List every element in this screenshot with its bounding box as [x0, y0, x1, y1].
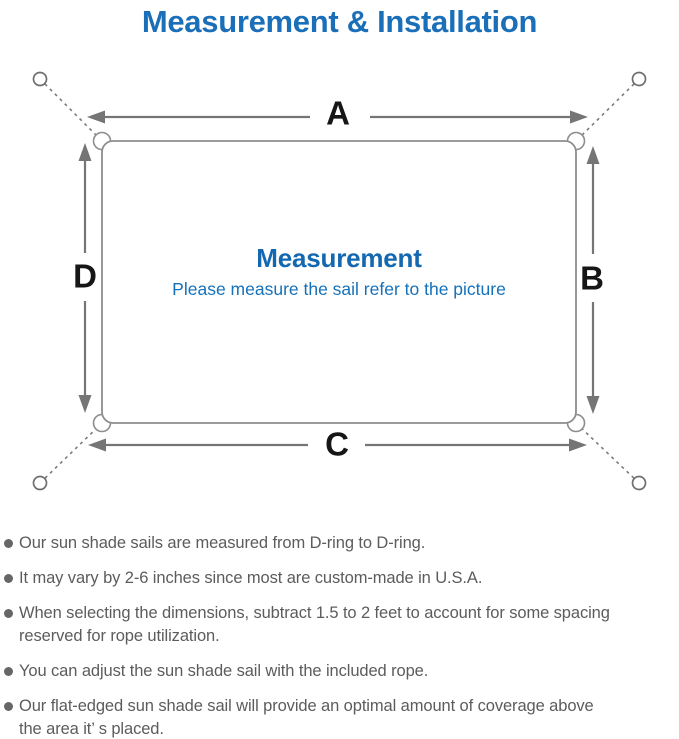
sail-diagram-svg — [32, 71, 647, 491]
corner-rope-dashed-lines — [39, 78, 640, 484]
list-item: It may vary by 2-6 inches since most are… — [4, 567, 675, 590]
dimension-arrows — [78, 110, 600, 452]
arrow-c — [88, 438, 587, 452]
diagram-center-subtitle: Please measure the sail refer to the pic… — [172, 279, 506, 299]
bullet-icon — [4, 574, 13, 583]
anchor-ring-icons — [32, 71, 647, 491]
diagram-center-title: Measurement — [256, 243, 422, 273]
dimension-label-c: C — [325, 425, 349, 463]
note-text: When selecting the dimensions, subtract … — [19, 604, 610, 645]
bullet-icon — [4, 539, 13, 548]
note-text: It may vary by 2-6 inches since most are… — [19, 569, 483, 587]
dimension-label-b: B — [580, 259, 604, 297]
bullet-icon — [4, 609, 13, 618]
arrow-a — [87, 110, 588, 124]
sail-measurement-diagram: A B C D Measurement Please measure the s… — [32, 71, 647, 491]
note-text: You can adjust the sun shade sail with t… — [19, 662, 429, 680]
bullet-icon — [4, 702, 13, 711]
list-item: Our sun shade sails are measured from D-… — [4, 532, 675, 555]
list-item: When selecting the dimensions, subtract … — [4, 602, 675, 648]
bullet-icon — [4, 667, 13, 676]
note-text: Our flat-edged sun shade sail will provi… — [19, 697, 594, 738]
page-title: Measurement & Installation — [141, 4, 538, 39]
dimension-label-a: A — [326, 94, 350, 132]
list-item: Our flat-edged sun shade sail will provi… — [4, 695, 675, 739]
sail-rectangle — [101, 140, 577, 424]
arrow-b — [586, 146, 600, 414]
arrow-d — [78, 143, 92, 413]
list-item: You can adjust the sun shade sail with t… — [4, 660, 675, 683]
note-text: Our sun shade sails are measured from D-… — [19, 534, 426, 552]
measurement-notes-list: Our sun shade sails are measured from D-… — [4, 532, 675, 739]
dimension-label-d: D — [73, 257, 97, 295]
